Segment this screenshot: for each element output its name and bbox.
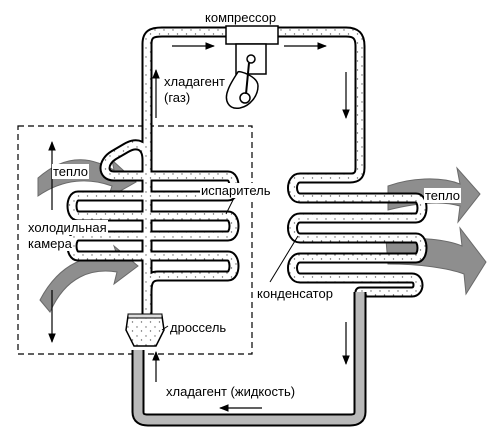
throttle-valve-icon: [125, 313, 165, 347]
heat-in-arrow-bottom: [39, 244, 139, 313]
heat-in-label: тепло: [52, 164, 90, 179]
cold-chamber-label-line2: камера: [27, 236, 73, 251]
compressor-label: компрессор: [205, 10, 277, 25]
heat-out-label: тепло: [424, 188, 462, 203]
evaporator-label: испаритель: [200, 183, 272, 198]
cold-chamber-label: холодильная: [27, 220, 108, 235]
compressor-icon: [225, 25, 279, 109]
refrigerant-gas-label: хладагент: [164, 74, 225, 89]
refrigerant-liquid-label: хладагент (жидкость): [166, 384, 296, 399]
throttle-leader: [161, 325, 169, 331]
throttle-label: дроссель: [170, 320, 227, 335]
liquid-pipe: [131, 292, 367, 427]
cold-chamber-box: [17, 125, 253, 355]
refrigerant-gas-state-label: (газ): [164, 90, 191, 105]
condenser-leader: [269, 235, 299, 283]
condenser-label: конденсатор: [256, 286, 334, 301]
